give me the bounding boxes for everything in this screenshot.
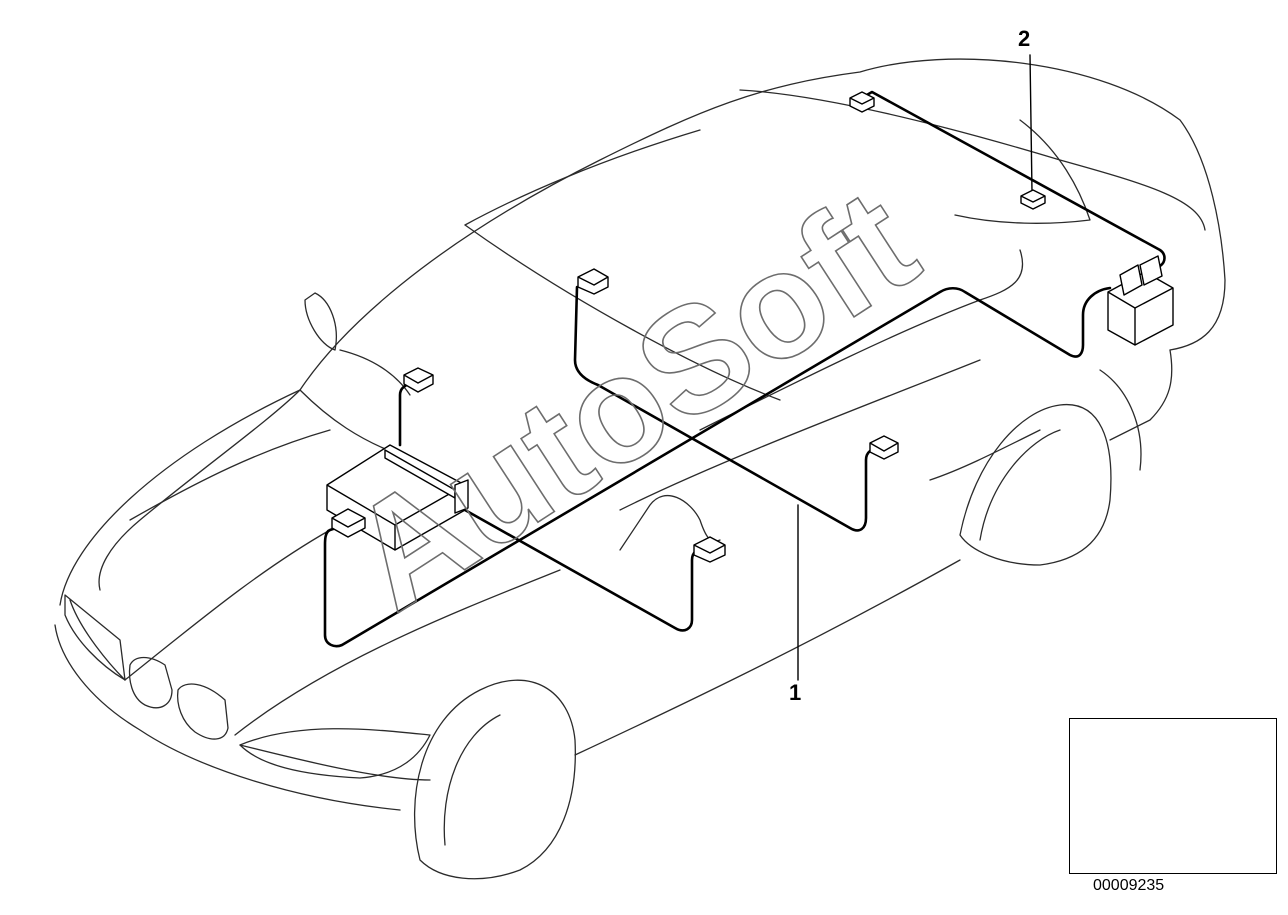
connectors xyxy=(331,91,1174,563)
connector-center-top xyxy=(577,268,609,295)
connector-front-left xyxy=(331,508,366,538)
inset-frame xyxy=(1069,718,1277,874)
connector-door-front xyxy=(693,536,726,563)
connector-front-top xyxy=(403,367,434,393)
connector-roof-rear xyxy=(1020,189,1046,210)
part-callout-1: 1 xyxy=(789,680,802,705)
diagram-number: 00009235 xyxy=(1093,877,1165,894)
rear-module xyxy=(1107,255,1174,346)
part-callout-2: 2 xyxy=(1018,26,1031,51)
wiring-harness xyxy=(323,54,1166,681)
connector-roof-front xyxy=(849,91,875,113)
connector-door-rear xyxy=(869,435,899,460)
car-outline xyxy=(54,58,1226,880)
